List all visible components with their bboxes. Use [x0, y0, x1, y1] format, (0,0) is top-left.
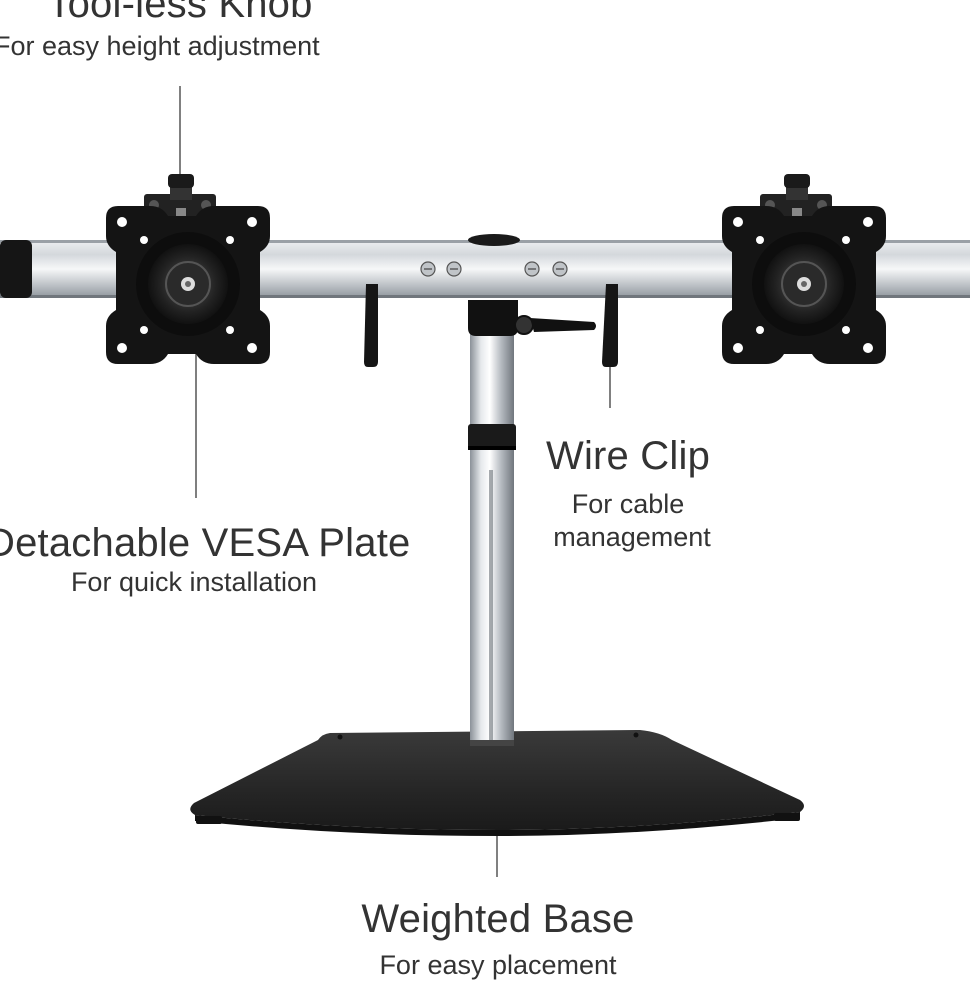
vesa-plate-left	[106, 174, 270, 364]
pole-top-clamp	[468, 300, 518, 336]
knob-subtitle: For easy height adjustment	[0, 31, 320, 61]
base-title: Weighted Base	[361, 897, 635, 941]
height-lever	[514, 315, 596, 335]
vesa-plate-right	[722, 174, 886, 364]
vertical-pole	[468, 330, 516, 746]
wire-clip-right	[602, 284, 618, 367]
vesa-title: Detachable VESA Plate	[0, 521, 411, 565]
wire-clip-left	[364, 284, 378, 367]
wire-clip-subtitle-line1: For cable	[571, 489, 685, 519]
wire-clip-subtitle-line2: management	[553, 522, 711, 552]
knob-title: Tool-less Knob	[47, 0, 313, 26]
wire-clip-title: Wire Clip	[545, 434, 711, 478]
base-subtitle: For easy placement	[379, 950, 617, 980]
weighted-base	[190, 730, 804, 836]
vesa-subtitle: For quick installation	[70, 567, 318, 597]
